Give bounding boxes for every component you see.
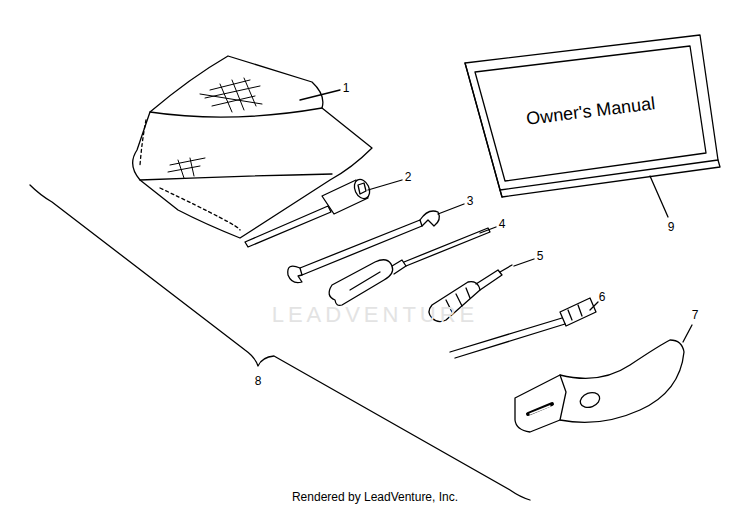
callout-number: 7 <box>692 309 699 321</box>
callout-number: 9 <box>668 221 675 233</box>
leader-line <box>480 227 496 233</box>
callout-number: 3 <box>467 195 474 207</box>
leader-line <box>438 204 464 214</box>
callout-number: 8 <box>255 375 262 387</box>
callout-number: 6 <box>599 291 606 303</box>
tool-pouch <box>133 56 372 238</box>
leader-line <box>514 259 534 266</box>
watermark: LEADVENTURE <box>272 304 479 326</box>
callout-number: 2 <box>405 171 412 183</box>
leader-line <box>683 325 692 342</box>
bracket <box>515 340 684 432</box>
leader-line <box>650 176 668 217</box>
owners-manual-book <box>465 35 720 197</box>
leader-line <box>300 90 340 100</box>
socket-wrench <box>245 177 373 247</box>
kit-brace <box>30 185 530 500</box>
callout-number: 4 <box>499 218 506 230</box>
render-credit: Rendered by LeadVenture, Inc. <box>292 491 458 503</box>
leader-line <box>368 180 402 190</box>
callout-number: 5 <box>537 250 544 262</box>
callout-number: 1 <box>343 82 350 94</box>
leader-line <box>590 302 598 310</box>
